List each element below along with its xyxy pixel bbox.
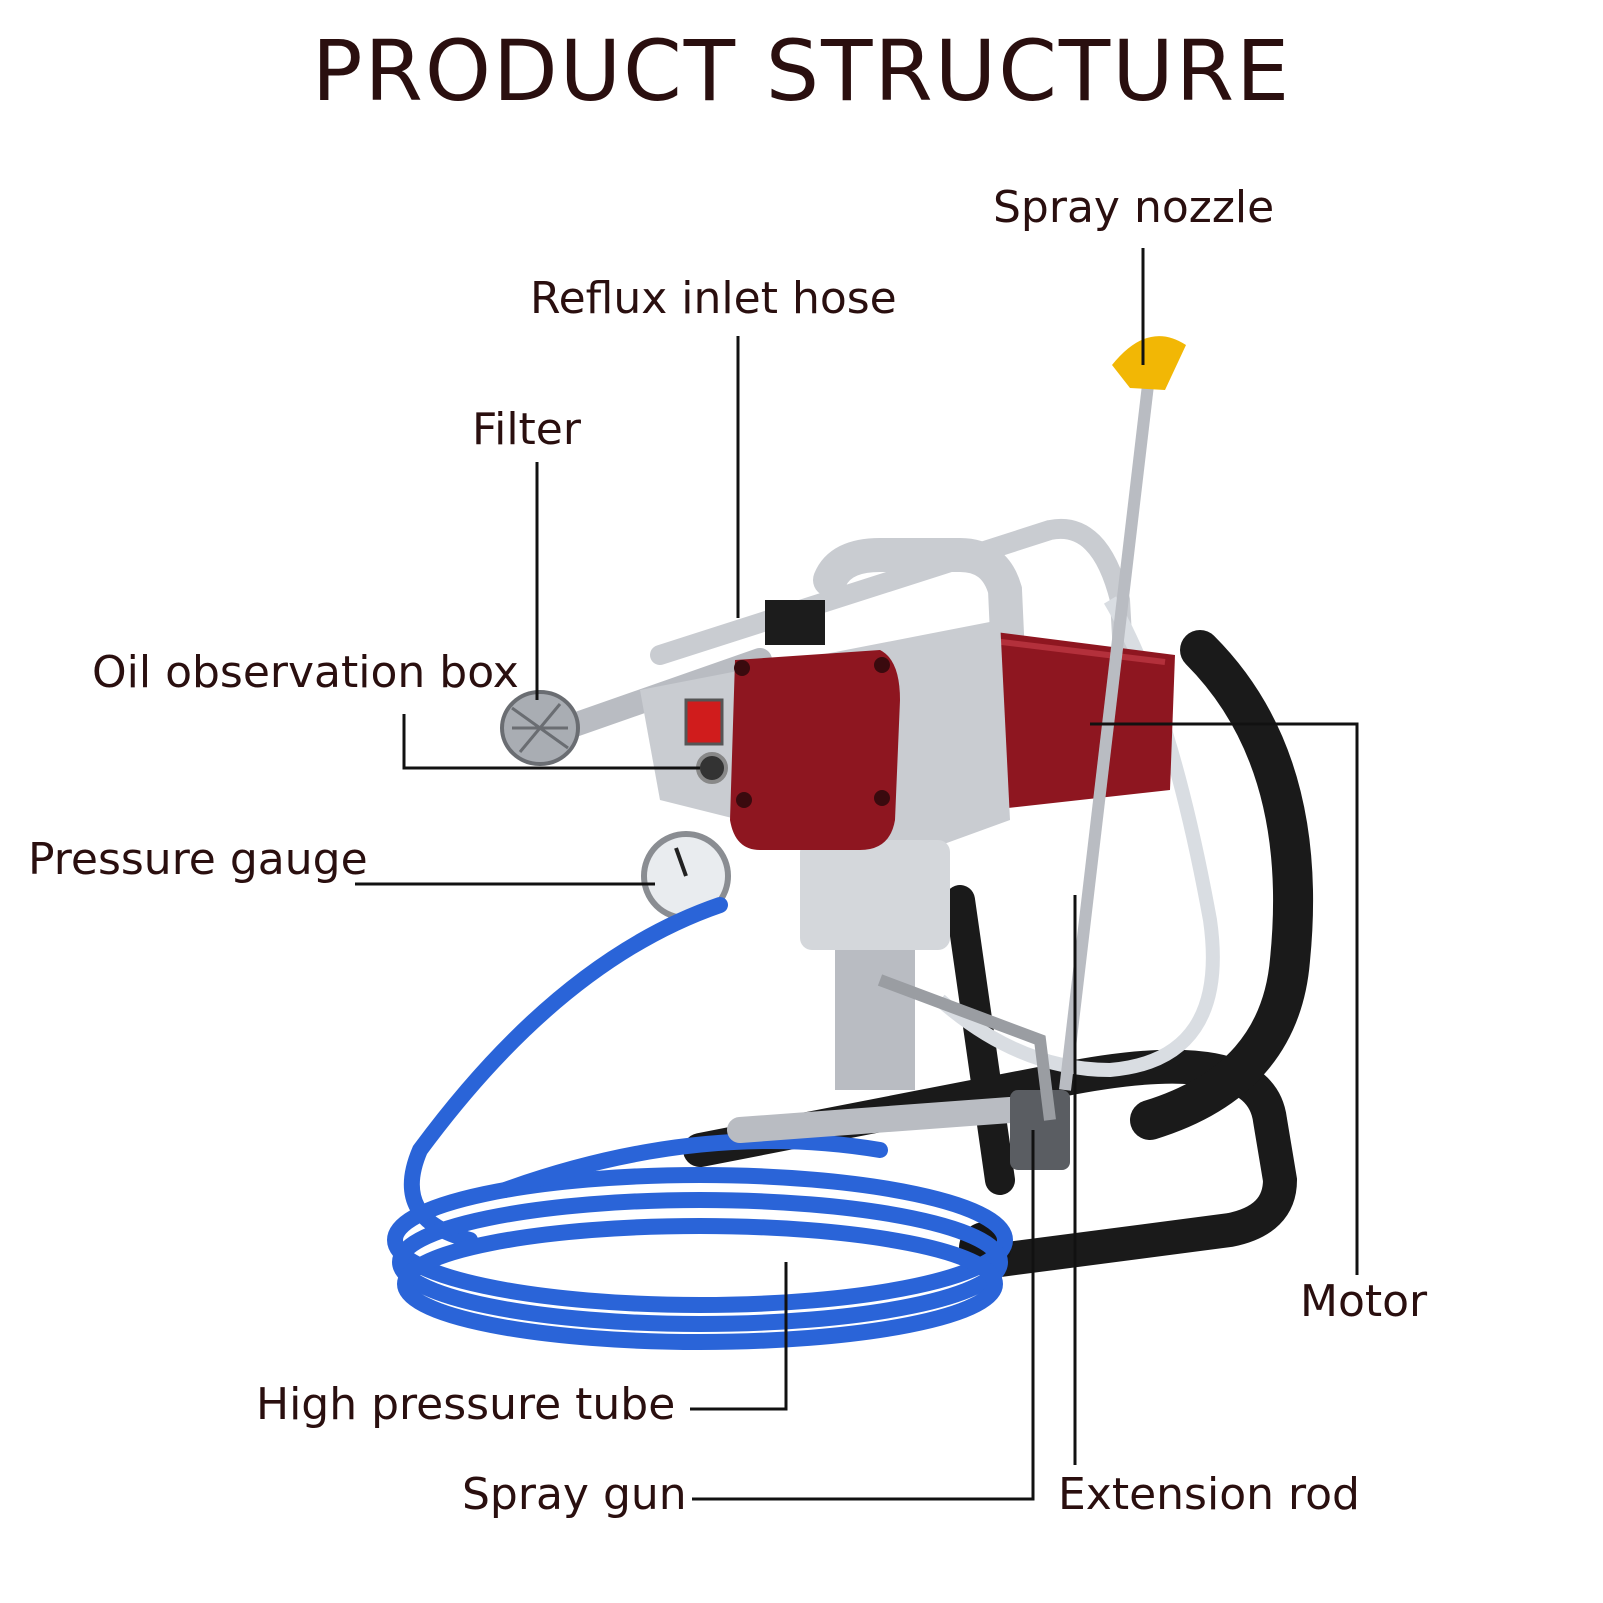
page-title: PRODUCT STRUCTURE bbox=[311, 22, 1292, 120]
power-switch bbox=[684, 698, 724, 746]
label-reflux-inlet-hose: Reflux inlet hose bbox=[530, 273, 897, 324]
label-pressure-gauge: Pressure gauge bbox=[28, 834, 368, 885]
label-extension-rod: Extension rod bbox=[1058, 1469, 1360, 1520]
label-high-pressure-tube: High pressure tube bbox=[256, 1379, 676, 1430]
leader-high-pressure-tube bbox=[690, 1262, 788, 1411]
front-cover bbox=[730, 600, 900, 850]
leader-lines bbox=[355, 248, 1359, 1501]
label-spray-nozzle: Spray nozzle bbox=[993, 182, 1275, 233]
label-spray-gun: Spray gun bbox=[462, 1469, 687, 1520]
nozzle-tip bbox=[1112, 336, 1186, 390]
label-oil-observation-box: Oil observation box bbox=[92, 647, 519, 698]
oil-window bbox=[696, 752, 728, 784]
high-pressure-hose bbox=[387, 897, 1013, 1350]
leader-oil-observation-box bbox=[402, 714, 700, 770]
label-filter: Filter bbox=[472, 404, 581, 455]
handle bbox=[650, 518, 1135, 717]
motor-housing bbox=[980, 630, 1175, 810]
leader-motor bbox=[1090, 722, 1359, 1275]
leader-spray-gun bbox=[692, 1130, 1035, 1501]
extension-rod-pipe bbox=[1059, 384, 1154, 1091]
spray-gun-body bbox=[727, 974, 1070, 1170]
pressure-gauge-dial bbox=[641, 831, 731, 921]
label-motor: Motor bbox=[1300, 1276, 1428, 1327]
